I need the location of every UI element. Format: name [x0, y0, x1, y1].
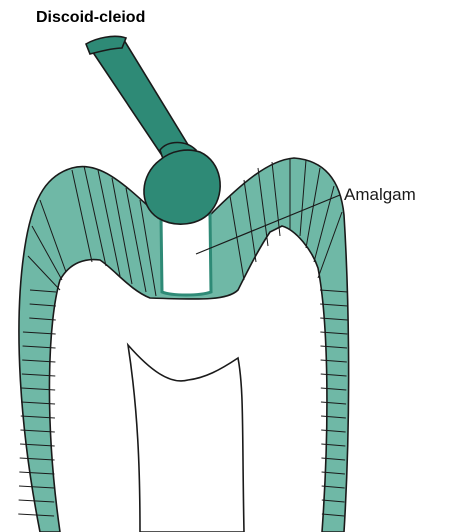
pulp-chamber — [128, 345, 244, 532]
figure-title: Discoid-cleiod — [36, 9, 145, 27]
amalgam-label: Amalgam — [344, 185, 416, 204]
discoid-blade — [144, 150, 220, 224]
amalgam-filling — [161, 214, 211, 295]
